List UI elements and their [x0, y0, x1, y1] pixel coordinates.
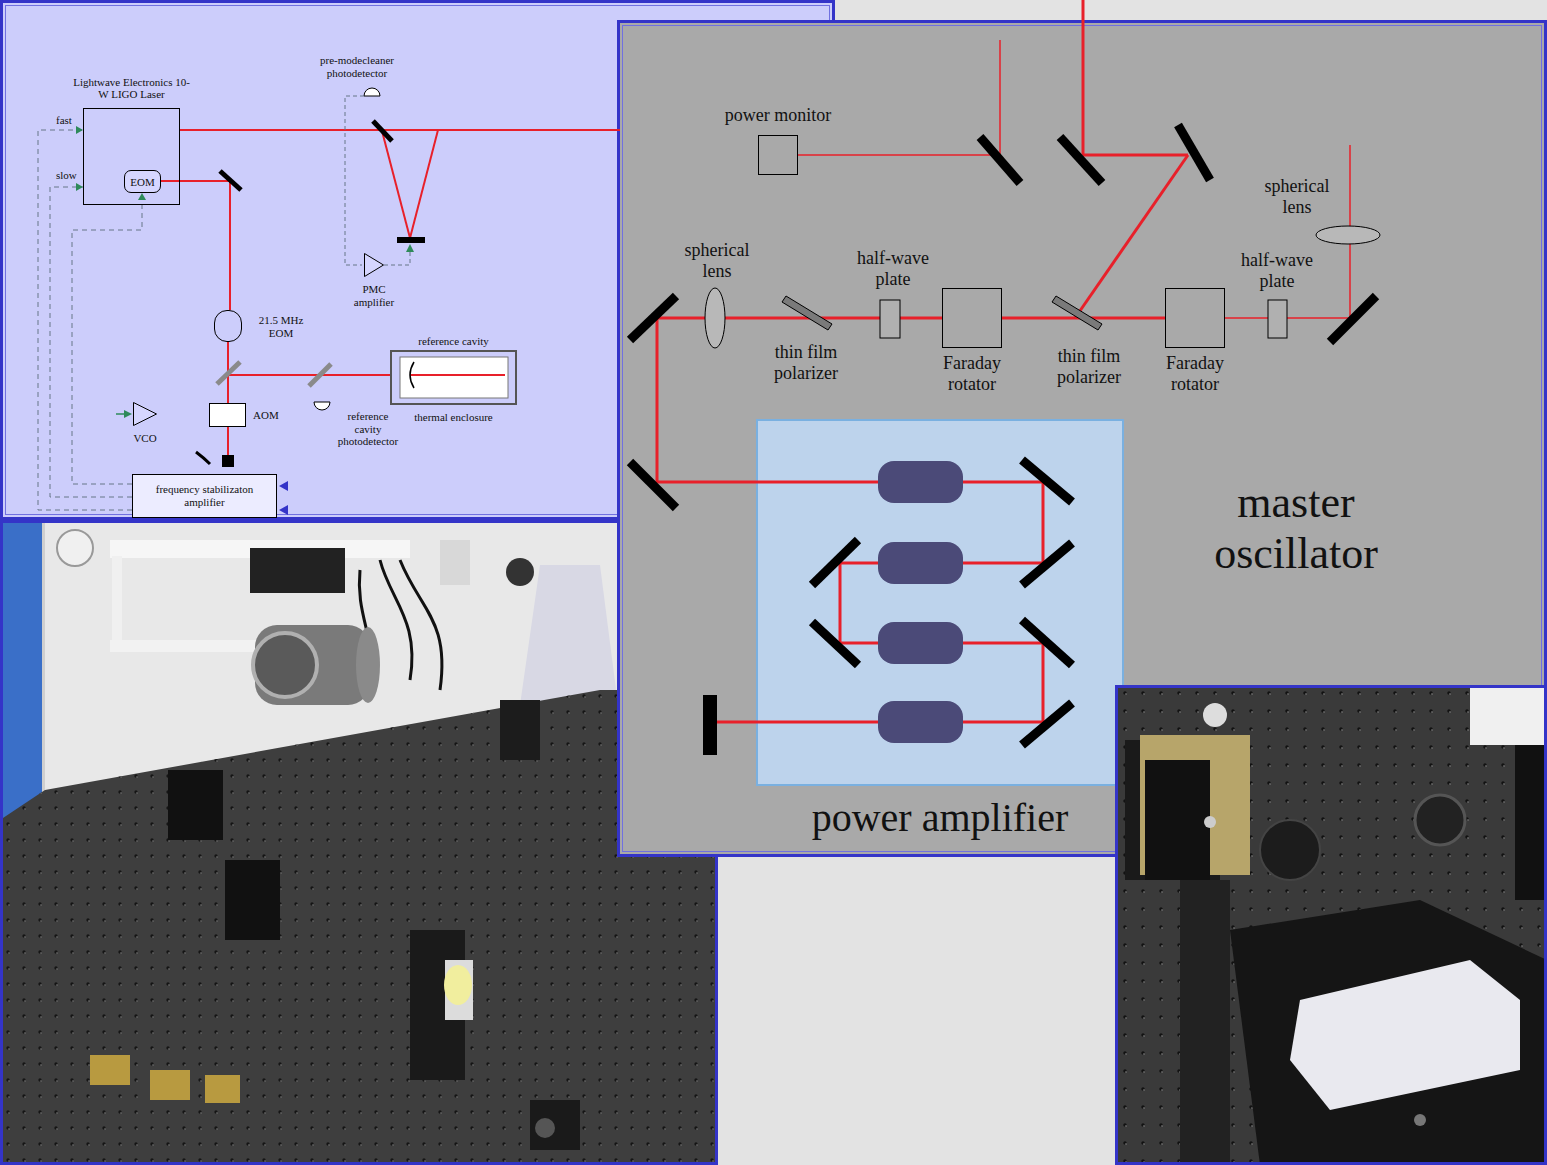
part-label: pre-modecleaner photodetector: [309, 54, 405, 79]
part-label: half-wave plate: [1232, 250, 1322, 291]
signal-label: slow: [56, 169, 77, 182]
laser-box: Lightwave Electronics 10-W LIGO LaserEOM: [83, 108, 180, 205]
reference-cavity: reference cavitythermal enclosure: [390, 350, 517, 405]
aom-box: AOM: [209, 403, 246, 427]
part-label: power amplifier: [740, 795, 1140, 841]
triangle-outline: [364, 253, 384, 277]
lab-photo: [0, 520, 718, 1165]
beam-path: [161, 181, 230, 310]
amplifier-box: frequency stabilizaton amplifier: [132, 474, 277, 518]
amplifier-triangle: PMC amplifier: [364, 253, 384, 277]
part-label: spherical lens: [672, 240, 762, 281]
vco-triangle: VCO: [133, 402, 157, 426]
eom-box: EOM: [124, 170, 161, 193]
part-label: PMC amplifier: [344, 283, 404, 308]
part-label: Lightwave Electronics 10-W LIGO Laser: [70, 76, 194, 101]
part-label: reference cavity photodetector: [333, 410, 403, 448]
part-label: half-wave plate: [848, 248, 938, 289]
part-label: master oscillator: [1176, 478, 1416, 579]
feedback-line: [38, 126, 132, 510]
part-label: Faraday rotator: [1140, 353, 1250, 394]
faraday-rotator: Faraday rotator: [942, 288, 1002, 348]
power-monitor-box: power monitor: [758, 135, 798, 175]
box-label: EOM: [127, 175, 158, 188]
part-label: thermal enclosure: [389, 411, 519, 424]
eom-modulator: 21.5 MHz EOM: [214, 310, 242, 342]
oscillator-optics: [630, 0, 1380, 755]
amplifier-region: power amplifier: [757, 420, 1123, 785]
oscillator-panel: master oscillator power monitorFaraday ro…: [617, 20, 1547, 857]
part-label: reference cavity: [389, 335, 519, 348]
beam-path: [228, 342, 390, 375]
part-label: thin film polarizer: [761, 342, 851, 383]
part-label: VCO: [125, 432, 165, 445]
faraday-rotator: Faraday rotator: [1165, 288, 1225, 348]
part-label: spherical lens: [1252, 176, 1342, 217]
part-label: Faraday rotator: [917, 353, 1027, 394]
stabilization-optics: [116, 88, 620, 515]
beam-path: [657, 318, 942, 482]
triangle-outline: [133, 402, 157, 426]
signal-label: fast: [56, 114, 72, 127]
part-label: 21.5 MHz EOM: [253, 314, 309, 339]
part-label: power monitor: [703, 105, 853, 126]
box-label: frequency stabilizaton amplifier: [135, 483, 274, 508]
part-label: AOM: [253, 409, 293, 422]
part-label: thin film polarizer: [1044, 346, 1134, 387]
